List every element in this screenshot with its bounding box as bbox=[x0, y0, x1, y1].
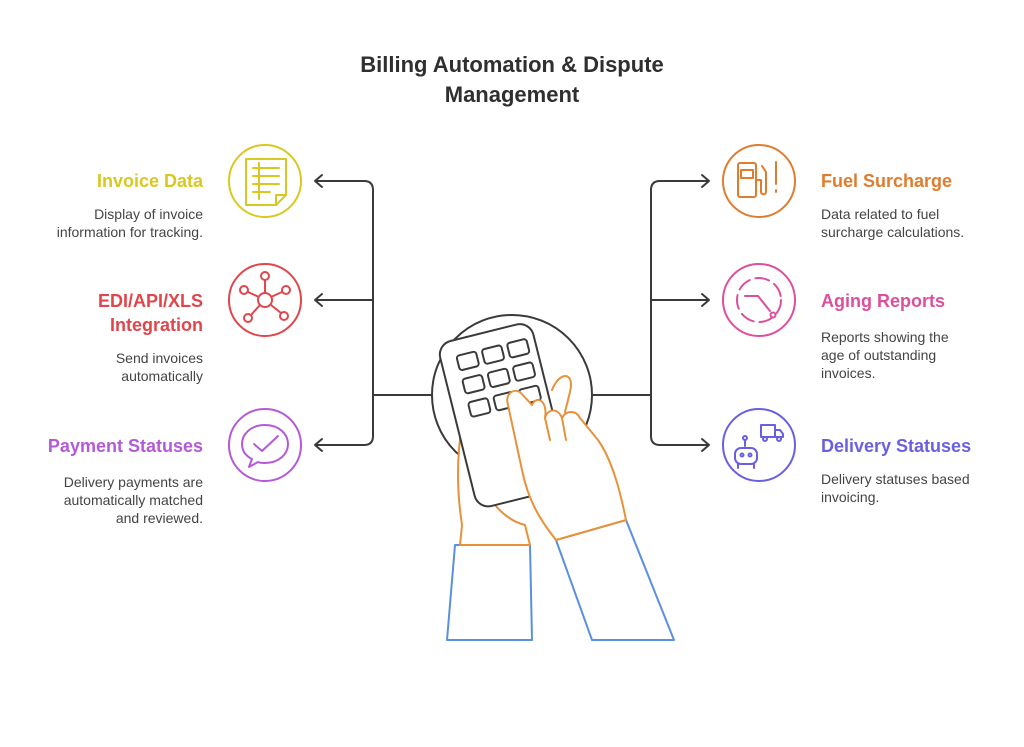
title-line-1: Billing Automation & Dispute bbox=[360, 52, 664, 77]
left-sleeve bbox=[446, 544, 533, 641]
fuel-pump-icon bbox=[737, 161, 777, 198]
right-sleeve bbox=[555, 519, 675, 641]
chat-check-icon bbox=[241, 424, 289, 468]
pointing-hand bbox=[506, 389, 627, 541]
delivery-statuses-heading: Delivery Statuses bbox=[821, 436, 972, 456]
aging-reports-icon-group bbox=[722, 263, 796, 337]
payment-statuses-heading: Payment Statuses bbox=[47, 436, 203, 456]
payment-statuses-description: Delivery payments are automatically matc… bbox=[63, 474, 203, 526]
connector-payment bbox=[315, 394, 374, 446]
connector-lines bbox=[314, 174, 710, 452]
edi-integration-icon-group bbox=[228, 263, 302, 337]
page-title: Billing Automation & Dispute Management bbox=[0, 50, 1024, 110]
clock-dashed-icon bbox=[736, 277, 782, 323]
payment-statuses-icon-group bbox=[228, 408, 302, 482]
edi-integration-description: Send invoices automatically bbox=[115, 350, 203, 384]
invoice-data-description: Display of invoice information for track… bbox=[56, 206, 203, 240]
delivery-statuses-icon-group bbox=[722, 408, 796, 482]
title-line-2: Management bbox=[444, 82, 580, 107]
delivery-statuses-description: Delivery statuses based invoicing. bbox=[821, 471, 970, 505]
fuel-surcharge-heading: Fuel Surcharge bbox=[821, 171, 953, 191]
document-lines-icon bbox=[245, 158, 287, 206]
connector-fuel bbox=[591, 180, 709, 396]
calculator-hand-illustration bbox=[438, 323, 675, 641]
connector-delivery bbox=[650, 394, 709, 446]
invoice-data-icon-group bbox=[228, 144, 302, 218]
delivery-robot-icon bbox=[734, 424, 784, 469]
network-nodes-icon bbox=[239, 271, 291, 323]
fuel-surcharge-description: Data related to fuel surcharge calculati… bbox=[821, 206, 965, 240]
edi-integration-heading: EDI/API/XLS Integration bbox=[97, 291, 203, 335]
invoice-data-heading: Invoice Data bbox=[96, 171, 203, 191]
aging-reports-heading: Aging Reports bbox=[821, 291, 945, 311]
fuel-surcharge-icon-group bbox=[722, 144, 796, 218]
aging-reports-description: Reports showing the age of outstanding i… bbox=[821, 329, 949, 381]
connector-invoice bbox=[315, 180, 433, 396]
